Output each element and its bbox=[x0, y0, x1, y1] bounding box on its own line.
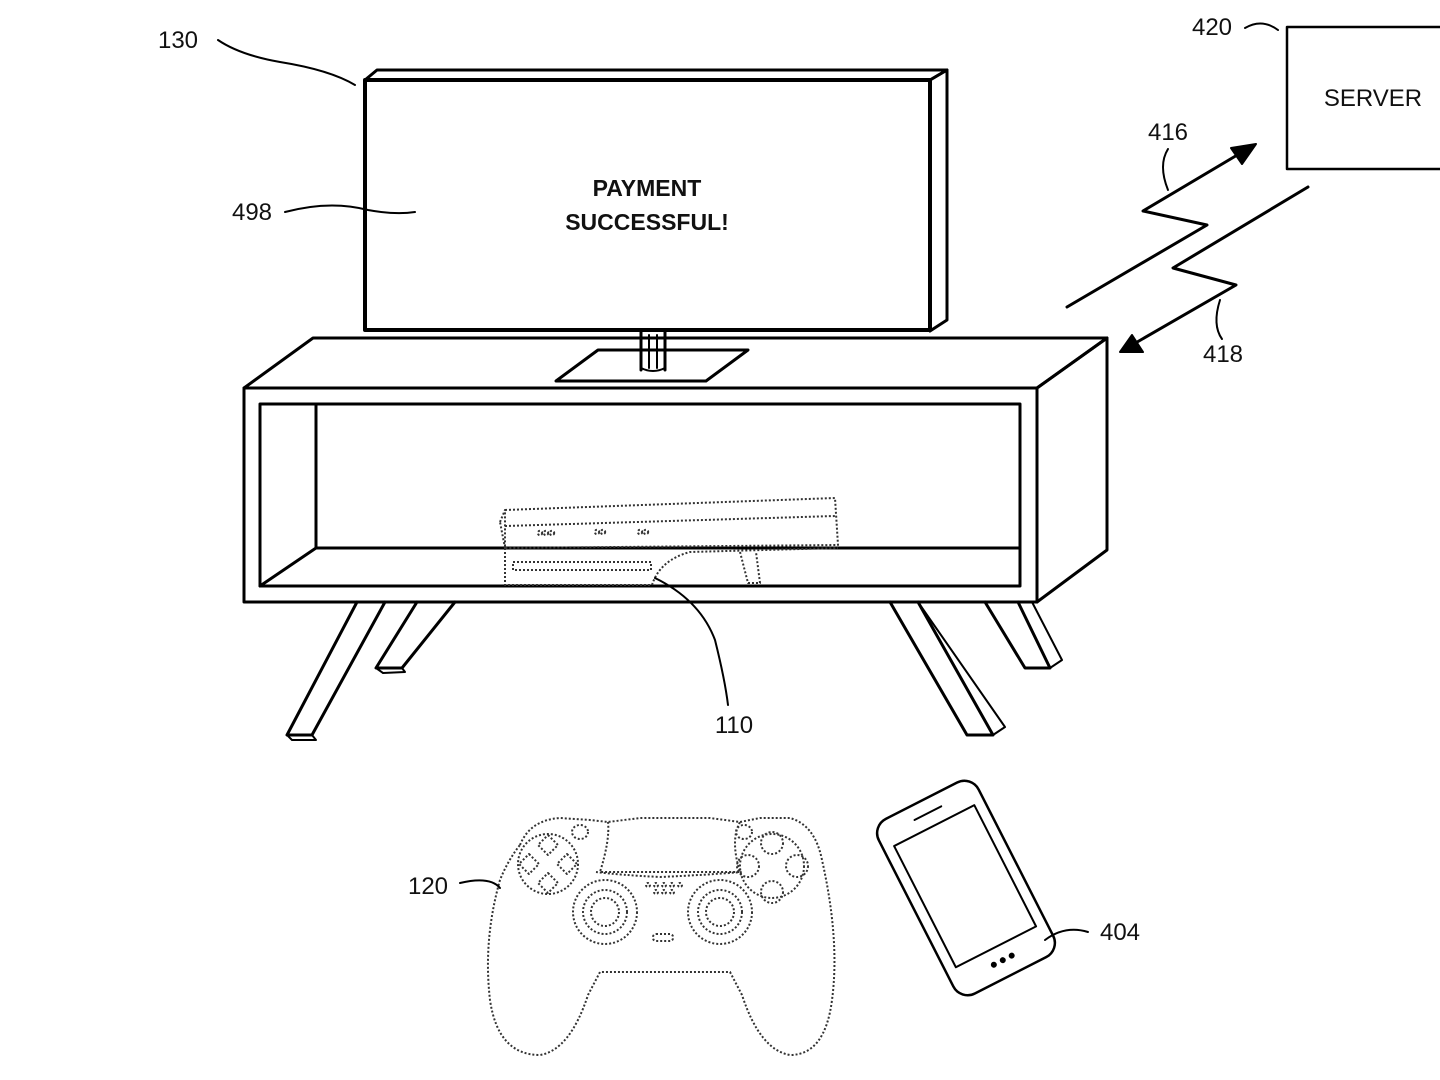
ref-120: 120 bbox=[408, 873, 448, 900]
screen-message-line1: PAYMENT bbox=[593, 175, 702, 201]
screen-message-line2: SUCCESSFUL! bbox=[565, 209, 729, 235]
downlink-arrow bbox=[1119, 185, 1310, 353]
face-buttons bbox=[736, 831, 809, 904]
server-box bbox=[1285, 25, 1440, 171]
server-label: SERVER bbox=[1324, 85, 1422, 112]
game-controller bbox=[487, 817, 836, 1056]
ref-498: 498 bbox=[232, 199, 272, 226]
right-thumbstick bbox=[687, 879, 753, 945]
leader-lines bbox=[217, 22, 1279, 941]
tv-cabinet bbox=[242, 336, 1109, 741]
dpad bbox=[517, 833, 579, 895]
game-console bbox=[499, 497, 839, 586]
ref-110: 110 bbox=[715, 712, 753, 739]
ref-420: 420 bbox=[1192, 14, 1232, 41]
uplink-arrow bbox=[1065, 143, 1257, 309]
ref-416: 416 bbox=[1148, 119, 1188, 146]
smartphone bbox=[875, 779, 1057, 997]
ref-404: 404 bbox=[1100, 919, 1140, 946]
left-thumbstick bbox=[572, 879, 638, 945]
television bbox=[363, 68, 949, 383]
console-vents bbox=[536, 528, 650, 537]
ref-130: 130 bbox=[158, 27, 198, 54]
ref-418: 418 bbox=[1203, 341, 1243, 368]
controller-speaker bbox=[645, 882, 683, 895]
